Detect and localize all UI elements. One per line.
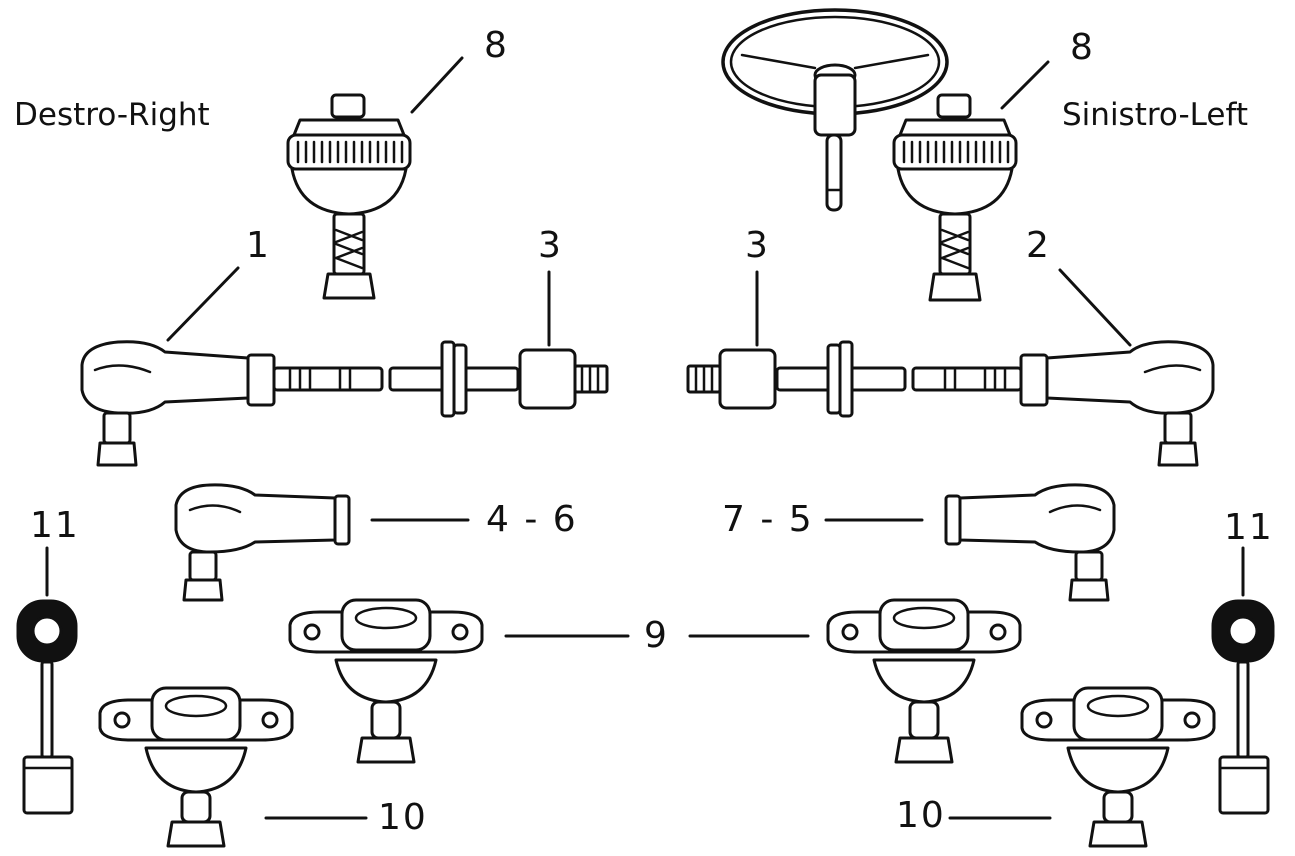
leader-lines	[45, 56, 1245, 820]
callout-11-left: 11	[1224, 507, 1274, 548]
side-label-left: Sinistro-Left	[1062, 97, 1248, 133]
tie-rod-end-short-left	[944, 483, 1116, 602]
stabilizer-link-left	[1211, 599, 1275, 815]
stabilizer-link-right	[16, 599, 78, 815]
callout-3-left: 3	[745, 225, 770, 266]
lower-ball-joint-10-right	[98, 686, 294, 848]
callout-8-right: 8	[484, 25, 509, 66]
callout-7-5: 7 - 5	[722, 499, 814, 540]
lower-ball-joint-9-right	[288, 598, 484, 764]
callout-10-right: 10	[378, 797, 428, 838]
callout-4-6: 4 - 6	[486, 499, 578, 540]
upper-ball-joint-left	[892, 93, 1018, 302]
callout-11-right: 11	[30, 505, 80, 546]
side-label-right: Destro-Right	[14, 97, 210, 133]
callout-9: 9	[644, 615, 669, 656]
lower-ball-joint-10-left	[1020, 686, 1216, 848]
inner-tie-rod-right	[388, 340, 609, 418]
upper-ball-joint-right	[286, 93, 412, 300]
steering-wheel	[721, 8, 949, 212]
tie-rod-end-right	[80, 340, 384, 467]
callout-8-left: 8	[1070, 27, 1095, 68]
callout-2: 2	[1026, 225, 1051, 266]
lower-ball-joint-9-left	[826, 598, 1022, 764]
tie-rod-end-short-right	[174, 483, 351, 602]
callout-3-right: 3	[538, 225, 563, 266]
inner-tie-rod-left	[686, 340, 907, 418]
callout-1: 1	[246, 225, 271, 266]
callout-10-left: 10	[896, 795, 946, 836]
tie-rod-end-left	[911, 340, 1215, 467]
